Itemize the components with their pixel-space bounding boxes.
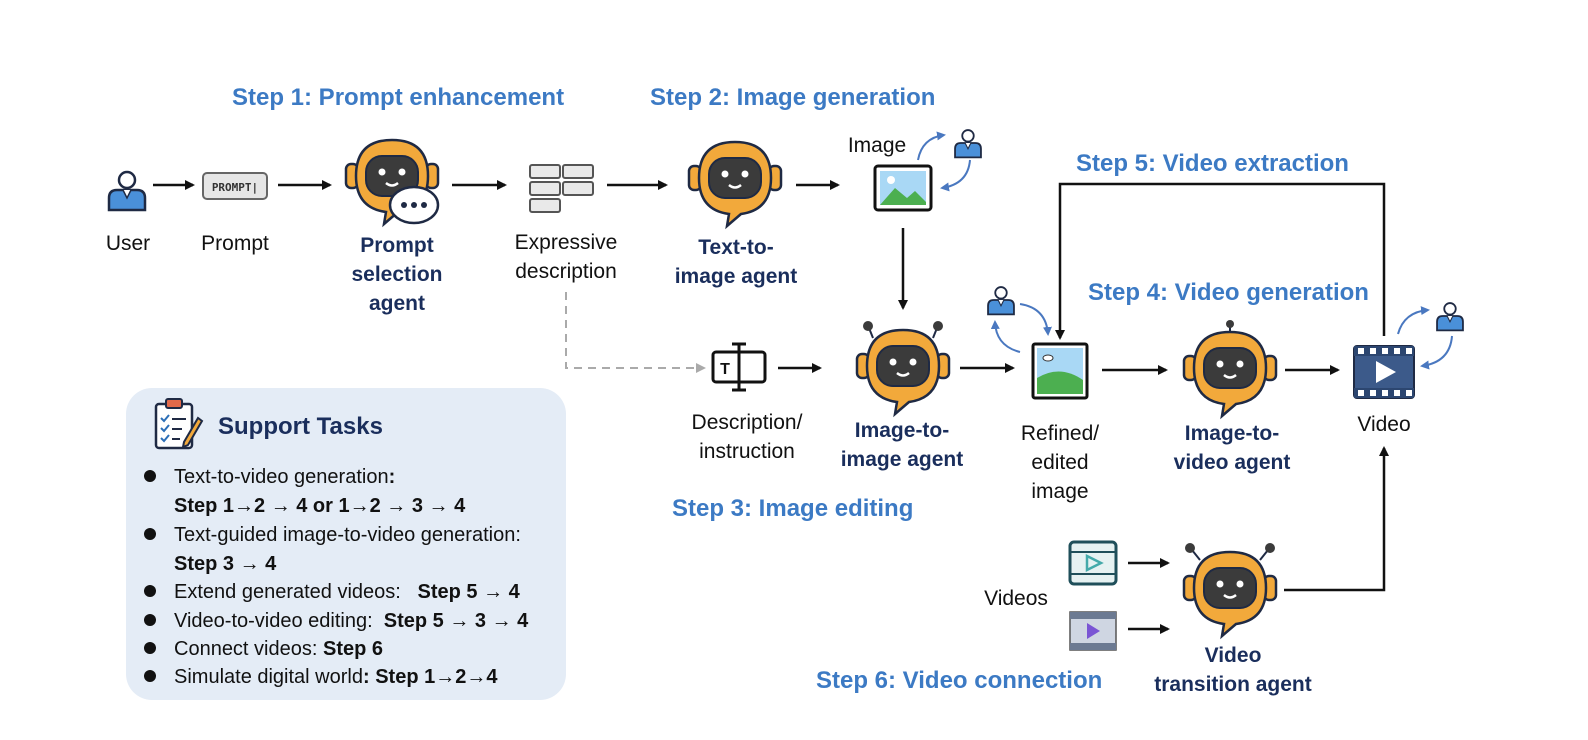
image-icon <box>873 164 933 212</box>
bullet <box>144 528 156 540</box>
task-item: Text-to-video generation: <box>174 466 396 488</box>
image-to-video-agent-label: Image-to-video agent <box>1173 422 1291 474</box>
prompt-label: Prompt <box>201 232 269 255</box>
step-2-title: Step 2: Image generation <box>650 84 936 111</box>
description-icon <box>529 164 594 213</box>
user-icon-feedback-refined <box>987 286 1015 316</box>
bullet <box>144 670 156 682</box>
task-item: Simulate digital world: Step 1→2→4 <box>174 666 498 688</box>
video-play-icon <box>1068 540 1118 586</box>
support-tasks-panel: Support Tasks Text-to-video generation: … <box>126 388 566 700</box>
image-label: Image <box>847 134 907 157</box>
task-item-continued: Step 3 → 4 <box>174 553 277 575</box>
svg-text:T: T <box>720 361 730 378</box>
support-tasks-title: Support Tasks <box>218 413 383 440</box>
text-tool-icon: T <box>711 342 767 392</box>
step-4-title: Step 4: Video generation <box>1088 279 1369 306</box>
arrow-video-extraction-loop <box>1055 182 1386 340</box>
step-5-title: Step 5: Video extraction <box>1076 150 1349 177</box>
prompt-icon: PROMPT| <box>202 172 268 200</box>
bullet <box>144 585 156 597</box>
task-item: Connect videos: Step 6 <box>174 638 384 660</box>
image-to-image-agent-label: Image-to-image agent <box>840 419 964 471</box>
task-item-continued: Step 1→2 → 4 or 1→2 → 3 → 4 <box>174 495 466 517</box>
speech-bubble-icon <box>388 185 440 225</box>
robot-icon-image-to-image <box>855 321 951 416</box>
user-icon <box>107 170 147 212</box>
clipboard-icon <box>154 398 204 450</box>
prompt-icon-text: PROMPT| <box>212 181 258 194</box>
user-label: User <box>105 232 151 255</box>
task-item: Extend generated videos: Step 5 → 4 <box>174 581 520 603</box>
refined-image-icon <box>1031 342 1089 400</box>
step-1-title: Step 1: Prompt enhancement <box>232 84 565 111</box>
robot-icon-video-transition <box>1182 543 1278 638</box>
bullet <box>144 470 156 482</box>
bullet <box>144 614 156 626</box>
robot-icon-text-to-image <box>687 140 783 228</box>
video-label: Video <box>1357 413 1411 436</box>
robot-icon-image-to-video <box>1182 320 1278 418</box>
description-instruction-label: Description/instruction <box>691 411 803 463</box>
bullet <box>144 642 156 654</box>
video-film-icon <box>1353 345 1415 399</box>
text-to-image-agent-label: Text-to-image agent <box>674 236 798 288</box>
videos-label: Videos <box>984 587 1048 610</box>
step-3-title: Step 3: Image editing <box>672 495 914 522</box>
video-strip-icon <box>1069 611 1117 651</box>
step-6-title: Step 6: Video connection <box>816 667 1103 694</box>
arrow-transition-video <box>1284 446 1389 592</box>
user-icon-feedback-image <box>954 129 982 159</box>
dashed-arrow-description-instruction <box>565 292 706 373</box>
user-icon-feedback-video <box>1436 302 1464 332</box>
task-item: Text-guided image-to-video generation: <box>174 524 521 546</box>
task-item: Video-to-video editing: Step 5 → 3 → 4 <box>174 610 529 632</box>
